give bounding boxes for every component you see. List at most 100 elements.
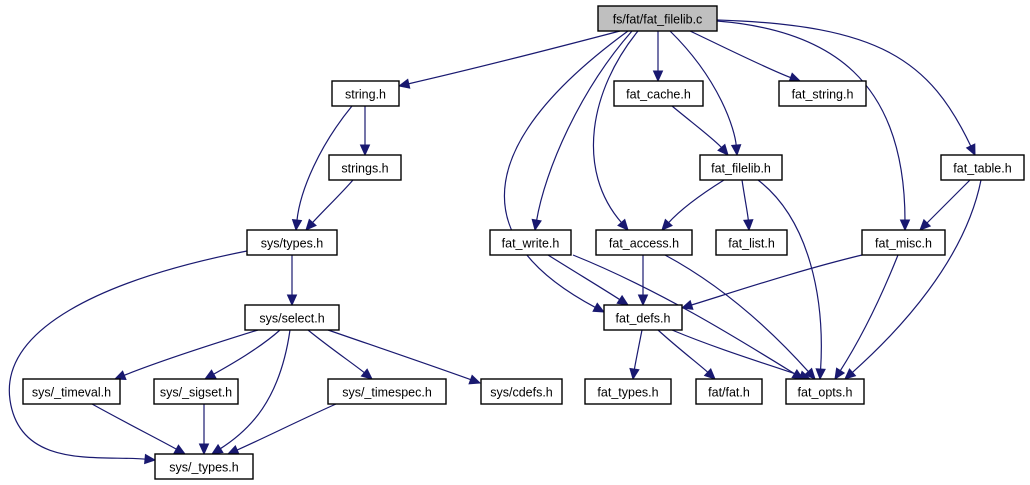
- arrowhead-icon: [629, 367, 640, 381]
- node-box[interactable]: [603, 304, 683, 331]
- edge-root-to-fat-cache-h: [652, 31, 664, 83]
- node-box[interactable]: [940, 154, 1025, 181]
- nodes-layer: fs/fat/fat_filelib.c string.h strings.h sys…: [22, 5, 1025, 480]
- arrowhead-icon: [730, 144, 742, 157]
- node-box[interactable]: [595, 229, 693, 256]
- edge-fat-table-h-to-fat-opts-h: [844, 179, 982, 380]
- edge-sys-types-h-to-sys-select-h: [286, 255, 298, 307]
- arrowhead-icon: [637, 294, 649, 307]
- node-label: strings.h: [341, 162, 388, 176]
- node-fat-cache-h[interactable]: fat_cache.h: [613, 80, 704, 107]
- edge-line: [716, 20, 906, 222]
- node-box[interactable]: [785, 378, 865, 405]
- node-box[interactable]: [244, 304, 340, 331]
- node-sys-timespec-h[interactable]: sys/_timespec.h: [327, 378, 447, 405]
- node-fat-table-h[interactable]: fat_table.h: [940, 154, 1025, 181]
- edge-line: [311, 179, 354, 224]
- edge-root-to-string-h: [397, 30, 621, 89]
- node-fat-fat-h[interactable]: fat/fat.h: [695, 378, 763, 405]
- node-strings-h[interactable]: strings.h: [328, 154, 402, 181]
- arrowhead-icon: [592, 302, 606, 313]
- node-string-h[interactable]: string.h: [331, 80, 400, 107]
- node-box[interactable]: [715, 229, 788, 256]
- edge-fat-access-h-to-fat-defs-h: [637, 255, 649, 307]
- arrowhead-icon: [844, 368, 857, 380]
- edge-fat-filelib-h-to-fat-access-h: [661, 179, 725, 231]
- node-label: sys/_timeval.h: [32, 386, 111, 400]
- node-box[interactable]: [699, 154, 783, 181]
- node-sys-types-h[interactable]: sys/types.h: [246, 229, 338, 256]
- edge-sys-timespec-h-to-sys--types-h: [226, 403, 337, 455]
- edge-sys-select-h-to-sys--types-h: [210, 329, 291, 455]
- edge-line: [212, 329, 281, 376]
- arrowhead-icon: [652, 70, 664, 83]
- arrowhead-icon: [703, 367, 716, 380]
- node-fat-opts-h[interactable]: fat_opts.h: [785, 378, 865, 405]
- node-box[interactable]: [778, 80, 867, 107]
- edge-root-to-fat-access-h: [592, 30, 639, 231]
- node-box[interactable]: [480, 378, 563, 405]
- node-label: fat_access.h: [609, 237, 679, 251]
- arrowhead-icon: [680, 299, 694, 310]
- node-sys-timeval-h[interactable]: sys/_timeval.h: [22, 378, 121, 405]
- node-fat-access-h[interactable]: fat_access.h: [595, 229, 693, 256]
- arrowhead-icon: [834, 367, 846, 381]
- arrowhead-icon: [113, 370, 127, 380]
- edge-line: [925, 179, 971, 225]
- arrowhead-icon: [743, 219, 754, 232]
- node-label: string.h: [345, 88, 386, 102]
- node-box[interactable]: [584, 378, 672, 405]
- node-box[interactable]: [331, 80, 400, 107]
- node-box[interactable]: [695, 378, 763, 405]
- arrowhead-icon: [815, 368, 826, 381]
- edge-line: [572, 254, 796, 375]
- node-sys--types-h[interactable]: sys/_types.h: [154, 453, 254, 480]
- node-fat-defs-h[interactable]: fat_defs.h: [603, 304, 683, 331]
- edge-fat-misc-h-to-fat-opts-h: [834, 254, 899, 381]
- node-box[interactable]: [22, 378, 121, 405]
- node-label: fat_types.h: [597, 386, 658, 400]
- node-root[interactable]: fs/fat/fat_filelib.c: [597, 5, 718, 32]
- edge-root-to-fat-write-h: [531, 30, 633, 232]
- arrowhead-icon: [226, 444, 240, 455]
- node-fat-write-h[interactable]: fat_write.h: [489, 229, 572, 256]
- node-sys-select-h[interactable]: sys/select.h: [244, 304, 340, 331]
- edge-line: [592, 30, 639, 224]
- arrowhead-icon: [359, 144, 371, 157]
- arrowhead-icon: [616, 294, 630, 306]
- edge-line: [716, 19, 972, 148]
- arrowhead-icon: [360, 368, 373, 380]
- node-sys-cdefs-h[interactable]: sys/cdefs.h: [480, 378, 563, 405]
- node-fat-string-h[interactable]: fat_string.h: [778, 80, 867, 107]
- node-fat-filelib-h[interactable]: fat_filelib.h: [699, 154, 783, 181]
- node-box[interactable]: [153, 378, 239, 405]
- node-label: fat/fat.h: [708, 386, 750, 400]
- node-box[interactable]: [154, 453, 254, 480]
- node-label: sys/_sigset.h: [160, 386, 232, 400]
- edge-root-to-fat-misc-h: [716, 20, 911, 232]
- node-fat-misc-h[interactable]: fat_misc.h: [861, 229, 946, 256]
- node-box[interactable]: [327, 378, 447, 405]
- node-label: sys/select.h: [259, 312, 324, 326]
- node-box[interactable]: [861, 229, 946, 256]
- node-box[interactable]: [489, 229, 572, 256]
- edge-line: [690, 254, 863, 306]
- arrowhead-icon: [203, 369, 217, 380]
- arrowhead-icon: [531, 218, 542, 232]
- arrowhead-icon: [804, 367, 816, 380]
- node-box[interactable]: [597, 5, 718, 32]
- node-label: sys/types.h: [261, 237, 324, 251]
- edge-line: [671, 105, 723, 149]
- edge-root-to-fat-defs-h: [503, 30, 629, 313]
- edge-root-to-fat-table-h: [716, 19, 976, 157]
- node-sys-sigset-h[interactable]: sys/_sigset.h: [153, 378, 239, 405]
- node-box[interactable]: [246, 229, 338, 256]
- node-box[interactable]: [613, 80, 704, 107]
- arrowhead-icon: [617, 218, 629, 231]
- edge-fat-cache-h-to-fat-filelib-h: [671, 105, 729, 156]
- node-box[interactable]: [328, 154, 402, 181]
- edge-sys-select-h-to-sys-timespec-h: [307, 329, 373, 380]
- node-fat-list-h[interactable]: fat_list.h: [715, 229, 788, 256]
- node-fat-types-h[interactable]: fat_types.h: [584, 378, 672, 405]
- edge-sys-select-h-to-sys-cdefs-h: [327, 329, 482, 385]
